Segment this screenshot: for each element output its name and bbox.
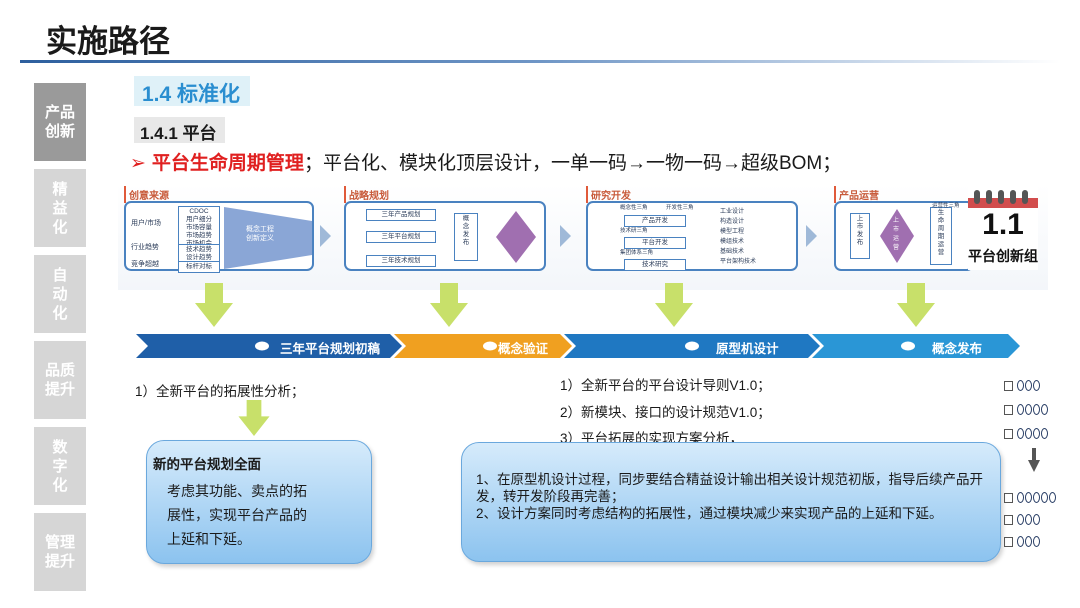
tag-dev-triangle: 开发性三角 — [666, 205, 694, 211]
dev-output-item: 平台架构技术 — [720, 259, 757, 265]
module-row — [1004, 404, 1049, 415]
down-arrow-icon — [238, 400, 270, 436]
platform-plan-card: 新的平台规划全面 考虑其功能、卖点的拓展性，实现平台产品的上延和下延。 — [146, 440, 372, 564]
bullet-arrow-icon: ➢ — [130, 153, 146, 174]
product-dev-box: 产品开发 — [624, 215, 686, 227]
note-right-1: 1）全新平台的平台设计导则V1.0； — [560, 378, 771, 393]
market-operation-label: 上 市 运 营 — [893, 218, 900, 251]
card-title: 新的平台规划全面 — [153, 457, 261, 472]
input-label-user-market: 用户/市场 — [131, 220, 161, 227]
flow-chevron-icon — [560, 225, 571, 247]
card-body: 1、在原型机设计过程，同步要结合精益设计输出相关设计规范初版，指导后续产品开发，… — [476, 472, 984, 521]
card-body: 考虑其功能、卖点的拓展性，实现平台产品的上延和下延。 — [167, 483, 307, 547]
down-arrow-icon — [897, 283, 935, 327]
down-arrow-icon — [195, 283, 233, 327]
dev-output-list: 工业设计 构造设计 模型工程 模组技术 基础技术 平台架构技术 — [720, 207, 756, 267]
stage-header-idea-source: 创意来源 — [124, 186, 172, 203]
dev-output-item: 构造设计 — [720, 219, 745, 225]
badge-number: 1.1 — [982, 208, 1024, 241]
calendar-ring-icon — [1010, 190, 1016, 204]
tech-research-box: 技术研究 — [624, 259, 686, 271]
module-row — [1004, 428, 1049, 439]
section-title: 1.4 标准化 — [134, 76, 251, 106]
flow-chevron-icon — [320, 225, 331, 247]
lifecycle-highlight: 平台生命周期管理 — [151, 153, 304, 174]
stage-panel-strategy: 三年产品规划 三年平台规划 三年技术规划 概 念 发 布 — [344, 201, 546, 271]
stage-panel-operation: 上 市 发 布 上 市 运 营 生 命 周 期 运 营 运营性三角 — [834, 201, 974, 271]
tag-tech-triangle: 技术研三角 — [620, 228, 648, 234]
sidebar-item-automation[interactable]: 自 动 化 — [34, 255, 86, 333]
badge-label: 平台创新组 — [968, 248, 1038, 264]
stage-header-operation: 产品运营 — [834, 186, 882, 203]
note-right-2: 2）新模块、接口的设计规范V1.0； — [560, 405, 771, 420]
page-title: 实施路径 — [46, 24, 170, 59]
diamond-shape — [496, 211, 536, 263]
phase-label-prototype-design: 原型机设计 — [716, 342, 779, 356]
dev-output-item: 工业设计 — [720, 209, 745, 215]
benchmark-box: 标杆对标 — [178, 261, 220, 273]
module-row — [1004, 380, 1041, 391]
three-year-tech-plan-box: 三年技术规划 — [366, 255, 436, 267]
module-row — [1004, 536, 1041, 547]
tag-group-triangle: 集团体系三角 — [620, 250, 654, 256]
title-divider — [20, 60, 1060, 63]
calendar-ring-icon — [998, 190, 1004, 204]
phase-label-concept-validation: 概念验证 — [498, 342, 549, 356]
calendar-ring-icon — [986, 190, 992, 204]
sidebar-item-product-innovation[interactable]: 产品 创新 — [34, 83, 86, 161]
arrow-down-icon — [1032, 448, 1036, 461]
lifecycle-operation-box: 生 命 周 期 运 营 — [930, 207, 952, 265]
input-label-industry-trend: 行业趋势 — [131, 244, 159, 251]
stage-header-strategy: 战略规划 — [344, 186, 392, 203]
phase-label-platform-plan: 三年平台规划初稿 — [280, 342, 381, 356]
down-arrow-icon — [430, 283, 468, 327]
flow-chevron-icon — [806, 225, 817, 247]
concept-funnel-shape — [224, 207, 312, 269]
three-year-product-plan-box: 三年产品规划 — [366, 209, 436, 221]
concept-funnel-label: 概念工程 创新定义 — [246, 226, 274, 242]
diamond-shape — [880, 209, 914, 263]
tag-concept-triangle: 概念性三角 — [620, 205, 648, 211]
input-label-competition: 竞争超越 — [131, 261, 159, 268]
sidebar-item-quality[interactable]: 品质 提升 — [34, 341, 86, 419]
calendar-ring-icon — [974, 190, 980, 204]
arrow-down-icon — [1028, 460, 1040, 472]
phase-segment — [812, 334, 1020, 358]
calendar-ring-icon — [1022, 190, 1028, 204]
phase-label-concept-release: 概念发布 — [932, 342, 983, 356]
three-year-platform-plan-box: 三年平台规划 — [366, 231, 436, 243]
platform-dev-box: 平台开发 — [624, 237, 686, 249]
stage-panel-idea-source: 用户/市场 行业趋势 竞争超越 CDOC 用户细分 市场容量 市场趋势 市场机会… — [124, 201, 314, 273]
cdoc-box: CDOC 用户细分 市场容量 市场趋势 市场机会 — [178, 206, 220, 250]
lifecycle-text: ；平台化、模块化顶层设计，一单一码→一物一码→超级BOM； — [303, 153, 842, 174]
lifecycle-statement: ➢平台生命周期管理；平台化、模块化顶层设计，一单一码→一物一码→超级BOM； — [130, 148, 841, 175]
dev-output-item: 模组技术 — [720, 239, 745, 245]
module-reduction-illustration — [1004, 376, 1066, 552]
module-row — [1004, 492, 1057, 503]
sidebar: 产品 创新 精 益 化 自 动 化 品质 提升 数 字 化 管理 提升 — [34, 83, 86, 599]
down-arrow-icon — [655, 283, 693, 327]
stage-panel-rnd: 概念性三角 开发性三角 产品开发 技术研三角 平台开发 集团体系三角 技术研究 … — [586, 201, 798, 271]
dev-output-item: 模型工程 — [720, 229, 745, 235]
concept-release-box: 概 念 发 布 — [454, 213, 478, 261]
market-launch-box: 上 市 发 布 — [850, 213, 870, 259]
tag-operation-triangle: 运营性三角 — [932, 203, 960, 209]
phase-bar — [136, 334, 1020, 358]
sidebar-item-management[interactable]: 管理 提升 — [34, 513, 86, 591]
prototype-design-card: 1、在原型机设计过程，同步要结合精益设计输出相关设计规范初版，指导后续产品开发，… — [461, 442, 1001, 562]
platform-innovation-badge: 1.1 平台创新组 — [968, 186, 1038, 270]
module-row — [1004, 514, 1041, 525]
note-left: 1）全新平台的拓展性分析； — [135, 384, 305, 399]
sidebar-item-digital[interactable]: 数 字 化 — [34, 427, 86, 505]
dev-output-item: 基础技术 — [720, 249, 745, 255]
subsection-title: 1.4.1 平台 — [134, 117, 225, 143]
sidebar-item-lean[interactable]: 精 益 化 — [34, 169, 86, 247]
stage-header-rnd: 研究开发 — [586, 186, 634, 203]
